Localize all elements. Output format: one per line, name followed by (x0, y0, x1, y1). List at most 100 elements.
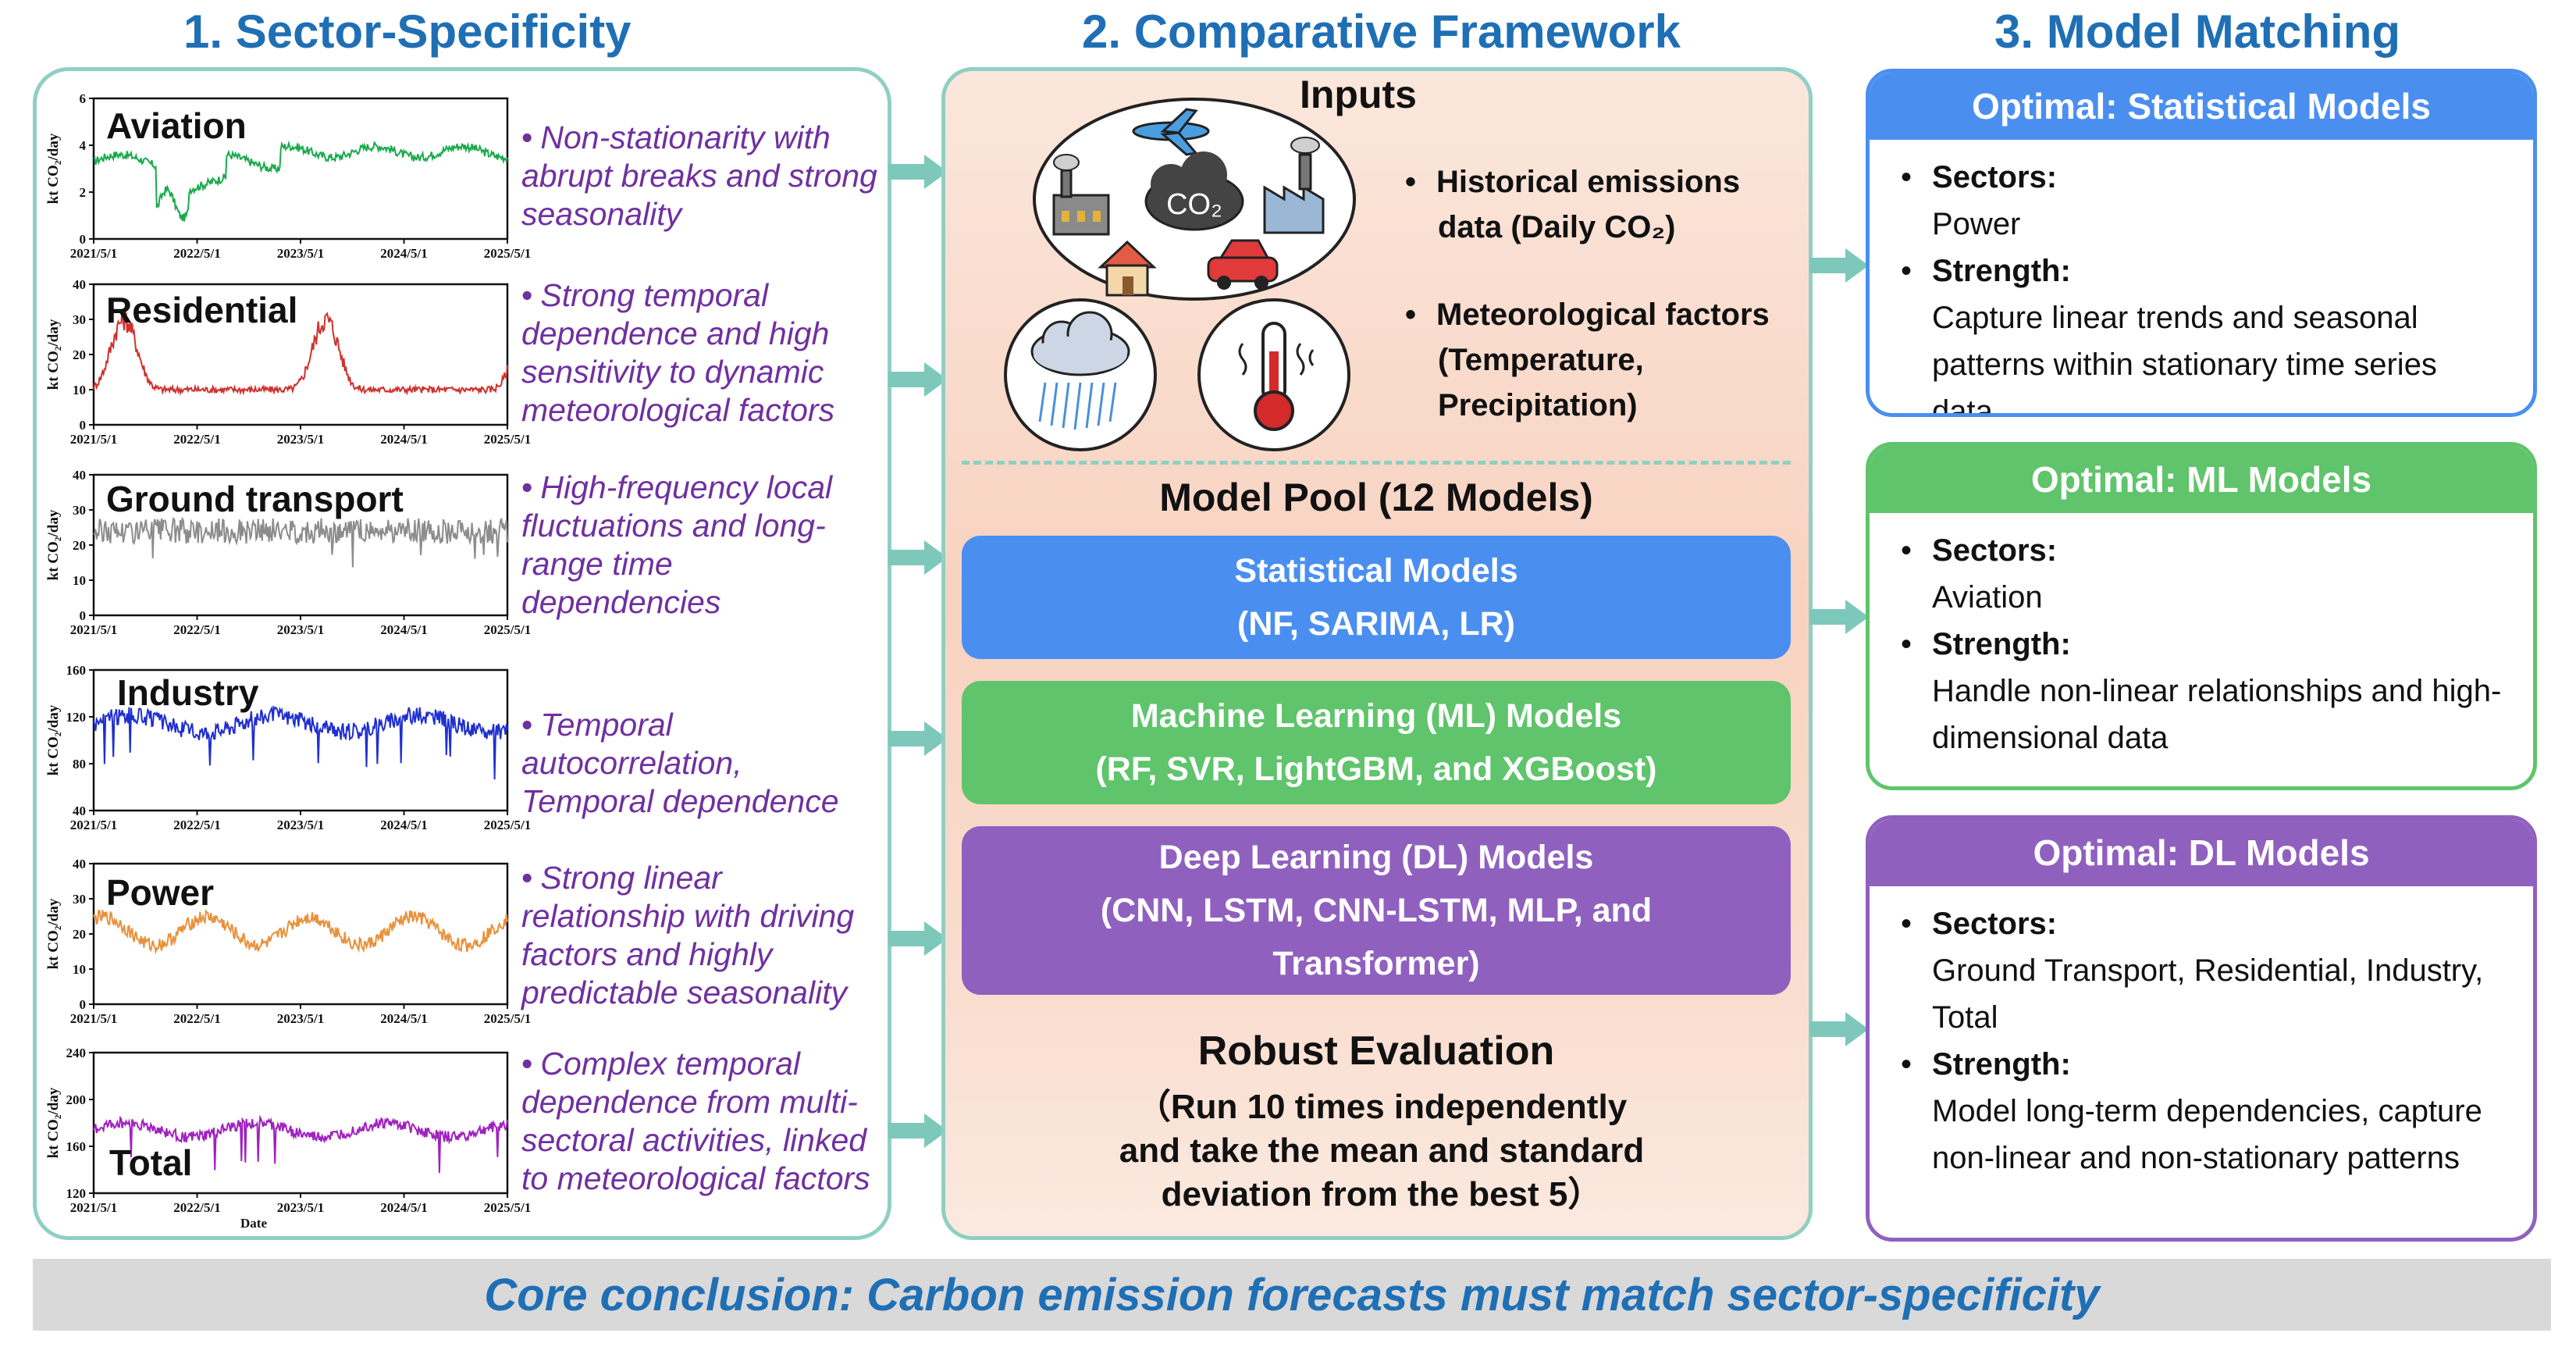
dl-models-box: Deep Learning (DL) Models (CNN, LSTM, CN… (962, 826, 1791, 995)
ml-models-title: Machine Learning (ML) Models (1130, 697, 1622, 735)
series-line (93, 308, 508, 397)
y-axis-label: kt CO₂/day (45, 133, 62, 204)
y-tick-label: 240 (66, 1046, 87, 1060)
optimal-ml-sectors: Aviation (1932, 580, 2043, 615)
column-title-sector-specificity: 1. Sector-Specificity (183, 5, 632, 58)
temperature-illustration (1197, 298, 1350, 451)
series-line (93, 140, 508, 222)
y-axis-label: kt CO₂/day (45, 509, 62, 580)
y-tick-label: 0 (80, 232, 87, 247)
sector-desc-ground-transport-text: High-frequency local fluctuations and lo… (521, 469, 833, 620)
x-tick-label: 2023/5/1 (277, 432, 324, 447)
sector-desc-power: •Strong linear relationship with driving… (521, 860, 855, 1010)
y-tick-label: 40 (73, 277, 86, 292)
x-tick-label: 2023/5/1 (277, 1011, 324, 1026)
y-tick-label: 6 (80, 91, 87, 106)
y-tick-label: 40 (73, 857, 86, 871)
y-tick-label: 30 (73, 312, 86, 327)
x-tick-label: 2021/5/1 (70, 432, 117, 447)
optimal-statistical-sectors-label: Sectors: (1932, 160, 2058, 194)
x-tick-label: 2021/5/1 (70, 622, 117, 637)
sector-name-total: Total (109, 1142, 193, 1183)
optimal-statistical-body: •Sectors: Power •Strength: Capture linea… (1870, 140, 2533, 417)
x-tick-label: 2025/5/1 (484, 432, 531, 447)
y-tick-label: 0 (80, 418, 87, 433)
arrow-ground-transport (888, 540, 948, 575)
x-tick-label: 2025/5/1 (484, 246, 531, 261)
co2-cloud-icon: CO₂ (1144, 151, 1244, 231)
x-tick-label: 2023/5/1 (277, 246, 324, 261)
x-tick-label: 2023/5/1 (277, 818, 324, 832)
x-tick-label: 2024/5/1 (380, 622, 427, 637)
sector-panel (33, 67, 891, 1240)
input-bullet-meteorological-line2: (Temperature, (1438, 343, 1644, 377)
arrow-industry (888, 722, 948, 756)
y-axis-label: kt CO₂/day (45, 898, 62, 969)
statistical-models-title: Statistical Models (1234, 552, 1518, 590)
chart-plot-area (92, 97, 509, 241)
y-tick-label: 4 (80, 138, 87, 153)
sector-desc-ground-transport: •High-frequency local fluctuations and l… (521, 469, 833, 620)
input-bullet-meteorological: •Meteorological factors (Temperature, Pr… (1405, 292, 1770, 428)
sector-name-aviation: Aviation (106, 105, 247, 146)
y-tick-label: 10 (73, 962, 86, 977)
y-tick-label: 40 (73, 468, 86, 483)
y-tick-label: 120 (66, 1186, 87, 1201)
sector-desc-total: •Complex temporal dependence from multi-… (521, 1046, 870, 1196)
x-tick-label: 2022/5/1 (173, 818, 220, 832)
model-pool-title: Model Pool (12 Models) (1159, 476, 1593, 519)
y-axis-label: kt CO₂/day (45, 704, 62, 775)
conclusion-text: Core conclusion: Carbon emission forecas… (484, 1269, 2100, 1320)
x-tick-label: 2021/5/1 (70, 1200, 117, 1215)
x-tick-label: 2021/5/1 (70, 246, 117, 261)
conclusion-bar: Core conclusion: Carbon emission forecas… (33, 1259, 2551, 1331)
statistical-models-box: Statistical Models (NF, SARIMA, LR) (962, 536, 1791, 659)
chart-plot-area (92, 668, 509, 812)
sector-desc-residential-text: Strong temporal dependence and high sens… (521, 277, 835, 428)
x-tick-label: 2022/5/1 (173, 246, 220, 261)
sector-name-residential: Residential (106, 290, 298, 330)
arrow-aviation (888, 155, 948, 189)
column-title-comparative-framework: 2. Comparative Framework (1082, 5, 1681, 58)
sector-desc-industry-text: Temporal autocorrelation, Temporal depen… (521, 707, 839, 819)
sector-desc-residential: •Strong temporal dependence and high sen… (521, 277, 835, 428)
y-tick-label: 0 (80, 997, 87, 1012)
chart-plot-area (92, 862, 509, 1006)
optimal-dl-header: Optimal: DL Models (1870, 819, 2533, 886)
arrow-to-statistical (1809, 248, 1869, 283)
dl-models-title: Deep Learning (DL) Models (1158, 839, 1594, 876)
factory-icon-right (1263, 137, 1325, 234)
x-tick-label: 2021/5/1 (70, 1011, 117, 1026)
robust-evaluation-desc: （Run 10 times independently and take the… (1015, 1085, 1749, 1217)
emissions-illustration: CO₂ (1033, 98, 1356, 301)
ml-models-list: (RF, SVR, LightGBM, and XGBoost) (1095, 750, 1657, 788)
optimal-ml-header: Optimal: ML Models (1870, 446, 2533, 513)
optimal-statistical-strength: Capture linear trends and seasonal patte… (1932, 301, 2437, 417)
x-tick-label: 2024/5/1 (380, 818, 427, 832)
y-tick-label: 160 (66, 663, 87, 678)
chart-plot-area (92, 1051, 509, 1195)
optimal-statistical-strength-label: Strength: (1932, 254, 2071, 288)
x-tick-label: 2025/5/1 (484, 818, 531, 832)
optimal-statistical-card: Optimal: Statistical Models •Sectors: Po… (1866, 69, 2537, 417)
y-tick-label: 200 (66, 1092, 87, 1107)
house-icon (1098, 240, 1157, 297)
optimal-dl-strength: Model long-term dependencies, capture no… (1932, 1094, 2482, 1175)
robust-evaluation-line3: deviation from the best 5） (1161, 1175, 1603, 1213)
input-bullet-meteorological-line1: Meteorological factors (1436, 298, 1770, 332)
arrow-to-dl (1809, 1012, 1869, 1046)
y-tick-label: 30 (73, 892, 86, 907)
arrow-total (888, 1114, 948, 1148)
y-tick-label: 10 (73, 573, 86, 588)
y-axis-label: kt CO₂/day (45, 1087, 62, 1158)
arrow-residential (888, 362, 948, 397)
x-tick-label: 2025/5/1 (484, 622, 531, 637)
optimal-statistical-header: Optimal: Statistical Models (1870, 73, 2533, 140)
robust-evaluation-line1: （Run 10 times independently (1136, 1088, 1628, 1126)
optimal-ml-strength: Handle non-linear relationships and high… (1932, 674, 2502, 755)
optimal-dl-sectors: Ground Transport, Residential, Industry,… (1932, 953, 2484, 1035)
x-tick-label: 2025/5/1 (484, 1200, 531, 1215)
y-tick-label: 40 (73, 804, 86, 818)
